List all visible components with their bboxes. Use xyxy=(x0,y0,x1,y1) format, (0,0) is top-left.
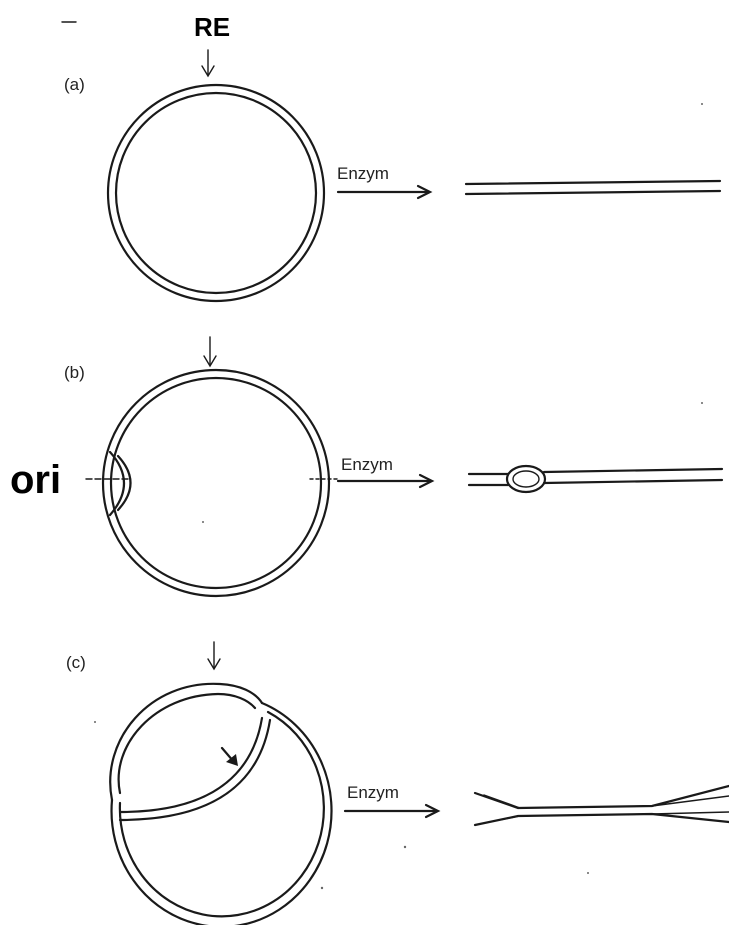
ori-label: ori xyxy=(10,458,61,502)
enzym-arrow-c xyxy=(345,805,438,817)
panel-b: (b) ori Enzym xyxy=(10,337,722,596)
circular-dna-b xyxy=(103,370,329,596)
panel-c: (c) Enzym xyxy=(66,642,729,925)
enzym-label-a: Enzym xyxy=(337,164,389,183)
enzym-arrow-a xyxy=(338,186,430,198)
re-cut-arrow-b xyxy=(204,337,216,366)
panel-a: RE (a) Enzym xyxy=(64,12,720,301)
re-label: RE xyxy=(194,12,230,42)
linear-dna-c xyxy=(475,786,729,825)
circular-dna-c xyxy=(110,684,331,925)
panel-label-a: (a) xyxy=(64,75,85,94)
enzym-label-b: Enzym xyxy=(341,455,393,474)
linear-dna-b xyxy=(469,466,722,492)
re-cut-arrow-c xyxy=(208,642,220,669)
re-cut-arrow-a xyxy=(202,50,214,76)
fork-arrow-c xyxy=(222,748,238,766)
enzym-label-c: Enzym xyxy=(347,783,399,802)
replicated-strand-c xyxy=(120,718,270,820)
panel-label-b: (b) xyxy=(64,363,85,382)
linear-dna-a xyxy=(466,181,720,194)
panel-label-c: (c) xyxy=(66,653,86,672)
circular-dna-a xyxy=(108,85,324,301)
paper-specks xyxy=(94,103,703,889)
